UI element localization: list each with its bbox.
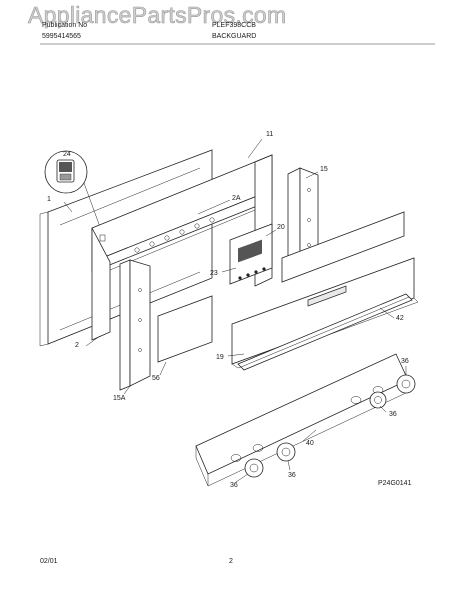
callout-36-bottom-mid: 36: [288, 472, 296, 479]
switch-inset: [44, 150, 105, 239]
right-end-bracket: [287, 167, 319, 275]
footer-date: 02/01: [40, 558, 58, 565]
clock-module: [229, 223, 273, 285]
backguard-frame: [91, 154, 273, 341]
spacer-part: [157, 295, 213, 363]
model-number: PLEF398CCB: [212, 22, 256, 29]
callout-36-top: 36: [401, 358, 409, 365]
page-number: 2: [229, 558, 233, 565]
callout-36-right: 36: [389, 411, 397, 418]
publication-label: Publication No: [42, 22, 88, 29]
callout-2a: 2A: [232, 195, 241, 202]
callout-36-bottom-left: 36: [230, 482, 238, 489]
control-knobs: [244, 374, 416, 478]
left-end-bracket: [119, 259, 151, 391]
callout-15: 15: [320, 166, 328, 173]
callout-24: 24: [63, 151, 71, 158]
knob-panel: [195, 353, 409, 487]
callout-2: 2: [75, 342, 79, 349]
callout-56: 56: [152, 375, 160, 382]
callout-40: 40: [306, 440, 314, 447]
callout-42: 42: [396, 315, 404, 322]
publication-number: 5995414565: [42, 33, 81, 40]
callout-1: 1: [47, 196, 51, 203]
section-title: BACKGUARD: [212, 33, 257, 40]
control-panel-overlay: [231, 211, 419, 369]
diagram-code: P24G0141: [378, 480, 412, 487]
callout-15a: 15A: [113, 395, 126, 402]
callout-20: 20: [277, 224, 285, 231]
callout-23: 23: [210, 270, 218, 277]
leader-lines: [63, 138, 407, 483]
watermark: AppliancePartsPros.com: [28, 2, 287, 29]
callout-19: 19: [216, 354, 224, 361]
callout-11: 11: [266, 131, 274, 138]
